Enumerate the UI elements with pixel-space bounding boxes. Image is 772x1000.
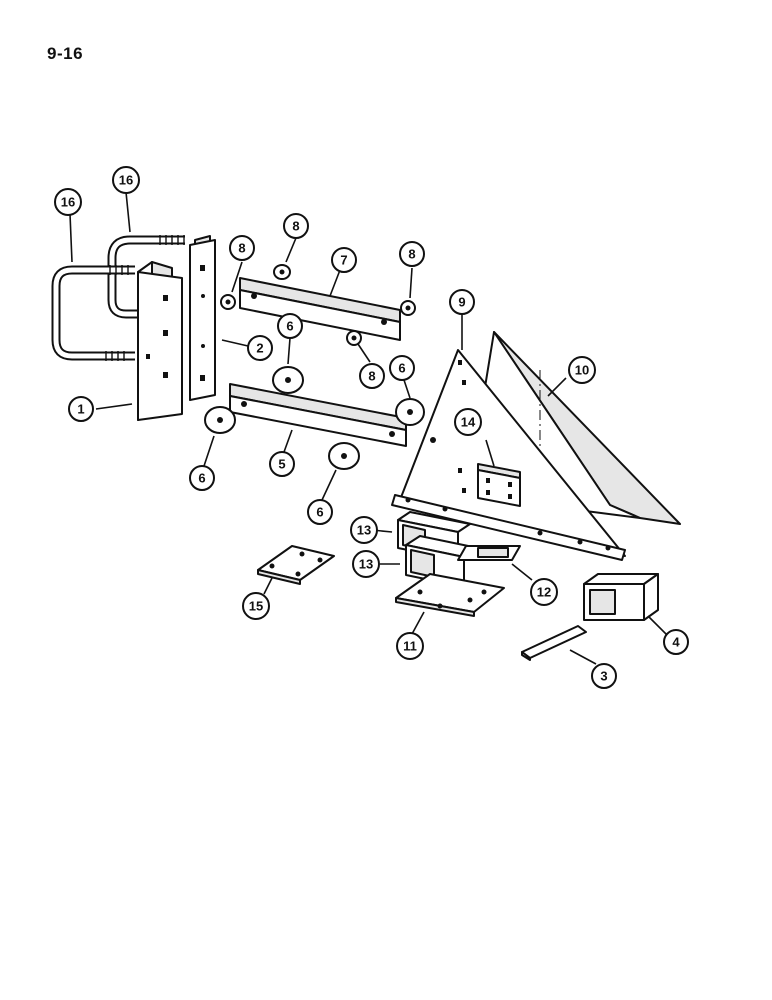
- callout-1: 1: [68, 396, 94, 422]
- square-tube-part-4: [583, 573, 659, 621]
- callout-15: 15: [242, 592, 270, 620]
- washer-part-6-right: [395, 398, 425, 426]
- callout-8-c: 8: [359, 363, 385, 389]
- svg-text:8: 8: [292, 219, 299, 234]
- washer-part-6-upper: [272, 366, 304, 394]
- svg-text:7: 7: [340, 253, 347, 268]
- callout-6-lower: 6: [307, 499, 333, 525]
- nut-part-8-c: [346, 330, 362, 346]
- callout-13-upper: 13: [350, 516, 378, 544]
- leader-lines: [69, 191, 669, 665]
- bracket-plate-part-2: [189, 235, 216, 401]
- svg-text:6: 6: [316, 505, 323, 520]
- callout-3: 3: [591, 663, 617, 689]
- svg-text:6: 6: [198, 471, 205, 486]
- svg-text:9: 9: [458, 295, 465, 310]
- callout-7: 7: [331, 247, 357, 273]
- callout-12: 12: [530, 578, 558, 606]
- callout-9: 9: [449, 289, 475, 315]
- u-bolt-rear: [107, 235, 185, 319]
- svg-text:8: 8: [408, 247, 415, 262]
- svg-text:5: 5: [278, 457, 285, 472]
- page-number: 9-16: [47, 44, 84, 63]
- svg-text:6: 6: [398, 361, 405, 376]
- callout-8-a: 8: [229, 235, 255, 261]
- callout-2: 2: [247, 335, 273, 361]
- callout-16-left: 16: [54, 188, 82, 216]
- callout-6-right: 6: [389, 355, 415, 381]
- strap-plate-part-3: [521, 625, 587, 661]
- square-tube-part-13-lower: [405, 535, 479, 588]
- callout-6-left: 6: [189, 465, 215, 491]
- nut-part-8-d: [400, 300, 416, 316]
- spacer-bar-part-5: [229, 383, 407, 447]
- callout-5: 5: [269, 451, 295, 477]
- callout-4: 4: [663, 629, 689, 655]
- callout-8-d: 8: [399, 241, 425, 267]
- mounting-plate-part-15: [257, 545, 335, 585]
- svg-text:8: 8: [368, 369, 375, 384]
- washer-part-6-left: [204, 406, 236, 434]
- callout-6-upper: 6: [277, 313, 303, 339]
- callout-10: 10: [568, 356, 596, 384]
- svg-text:16: 16: [61, 195, 75, 210]
- washer-part-6-lower: [328, 442, 360, 470]
- callout-16-right: 16: [112, 166, 140, 194]
- callout-8-b: 8: [283, 213, 309, 239]
- svg-text:8: 8: [238, 241, 245, 256]
- svg-text:10: 10: [575, 363, 589, 378]
- callout-11: 11: [396, 632, 424, 660]
- angle-bracket-part-1: [137, 261, 183, 421]
- clamp-block-part-14: [477, 463, 521, 507]
- svg-text:15: 15: [249, 599, 263, 614]
- callout-14: 14: [454, 408, 482, 436]
- spacer-bar-part-7: [239, 277, 401, 341]
- nut-part-8-a: [220, 294, 236, 310]
- u-bolt-front: [51, 265, 135, 361]
- svg-text:14: 14: [461, 415, 476, 430]
- svg-text:13: 13: [359, 557, 373, 572]
- latch-plate-part-12: [457, 545, 521, 561]
- svg-text:3: 3: [600, 669, 607, 684]
- svg-text:12: 12: [537, 585, 551, 600]
- svg-text:2: 2: [256, 341, 263, 356]
- svg-text:16: 16: [119, 173, 133, 188]
- svg-text:1: 1: [77, 402, 84, 417]
- callout-13-lower: 13: [352, 550, 380, 578]
- svg-text:13: 13: [357, 523, 371, 538]
- mounting-plate-part-11: [395, 573, 505, 617]
- svg-text:11: 11: [403, 639, 417, 654]
- svg-text:6: 6: [286, 319, 293, 334]
- nut-part-8-b: [273, 264, 291, 280]
- svg-text:4: 4: [672, 635, 680, 650]
- base-flange: [391, 494, 626, 561]
